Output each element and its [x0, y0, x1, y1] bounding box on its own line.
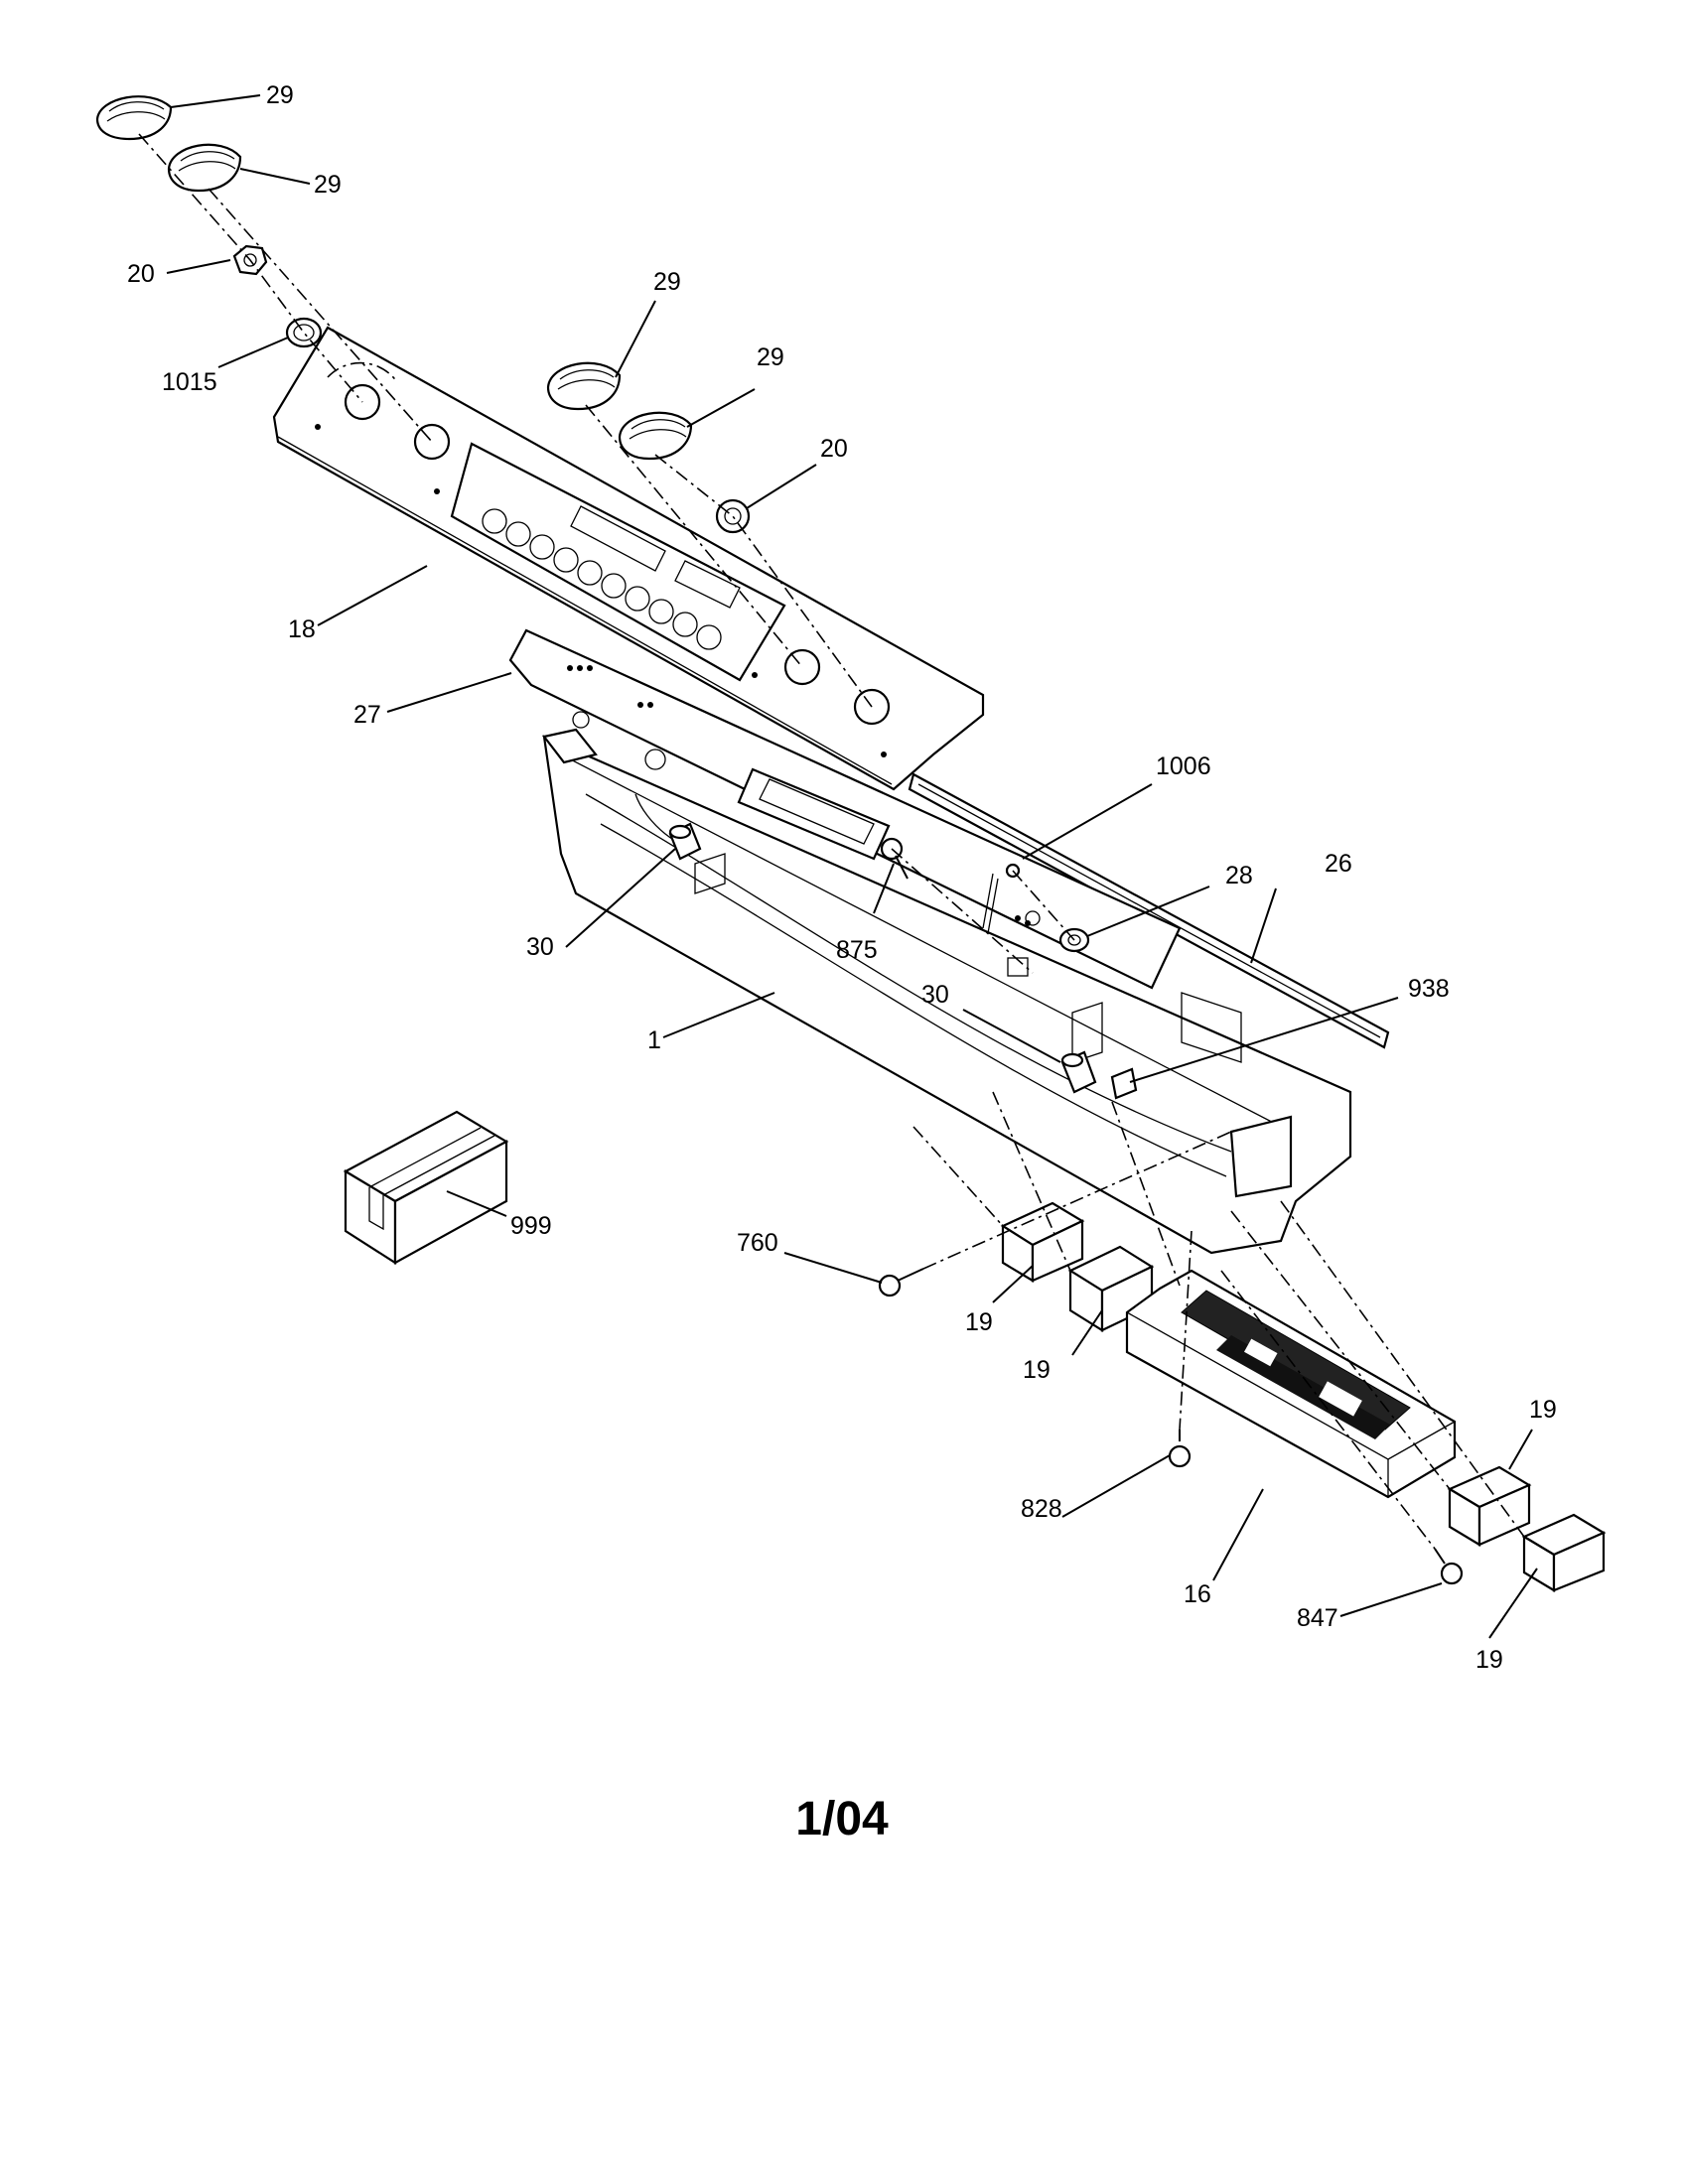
knob-29-c: [546, 361, 622, 411]
callout-1015: 1015: [162, 368, 217, 396]
housing-part-1: [542, 728, 1352, 1255]
callout-27: 27: [353, 701, 381, 729]
callout-29: 29: [653, 268, 681, 296]
callout-28: 28: [1225, 862, 1253, 889]
knob-29-d: [618, 411, 693, 461]
backing-plate-part-27: [508, 628, 1182, 990]
relay-19-b: [1067, 1245, 1155, 1332]
callout-938: 938: [1408, 975, 1450, 1003]
control-board-part-16: [1125, 1269, 1457, 1499]
nut-20-b: [715, 498, 751, 534]
callout-29: 29: [266, 81, 294, 109]
box-part-999: [343, 1110, 509, 1266]
diagram-revision-code: 1/04: [795, 1793, 889, 1845]
relay-19-c: [1447, 1465, 1532, 1547]
callout-19: 19: [1475, 1646, 1503, 1674]
callout-30: 30: [526, 933, 554, 961]
callout-999: 999: [510, 1212, 552, 1240]
callout-1006: 1006: [1156, 752, 1211, 780]
switch-30-b: [1060, 1050, 1097, 1094]
callout-29: 29: [757, 343, 784, 371]
callout-16: 16: [1184, 1580, 1211, 1608]
callout-875: 875: [836, 936, 878, 964]
clip-938: [1110, 1067, 1138, 1100]
callout-828: 828: [1021, 1495, 1062, 1523]
callout-847: 847: [1297, 1604, 1338, 1632]
screw-760: [878, 1268, 924, 1297]
callout-19: 19: [1023, 1356, 1051, 1384]
callout-1: 1: [647, 1026, 661, 1054]
knob-29-a: [95, 95, 173, 141]
callout-760: 760: [737, 1229, 778, 1257]
callout-20: 20: [127, 260, 155, 288]
panel-buttons: [482, 508, 722, 650]
callout-29: 29: [314, 171, 342, 199]
callout-20: 20: [820, 435, 848, 463]
leader-lines: [166, 94, 1538, 1639]
relay-19-d: [1521, 1513, 1607, 1592]
washer-1015: [285, 317, 323, 348]
switch-30-a: [668, 822, 702, 861]
callout-labels: 29 29 20 1015 29 29 20 18 27 1006 28 26 …: [127, 81, 1557, 1674]
callout-30: 30: [921, 981, 949, 1009]
callout-26: 26: [1325, 850, 1352, 878]
screw-828: [1168, 1430, 1192, 1468]
screw-847: [1434, 1548, 1464, 1585]
assembly-lines: [138, 133, 1525, 1550]
callout-19: 19: [965, 1308, 993, 1336]
relay-19-a: [1000, 1201, 1085, 1283]
callout-18: 18: [288, 615, 316, 643]
callout-19: 19: [1529, 1396, 1557, 1424]
knob-29-b: [167, 143, 242, 193]
